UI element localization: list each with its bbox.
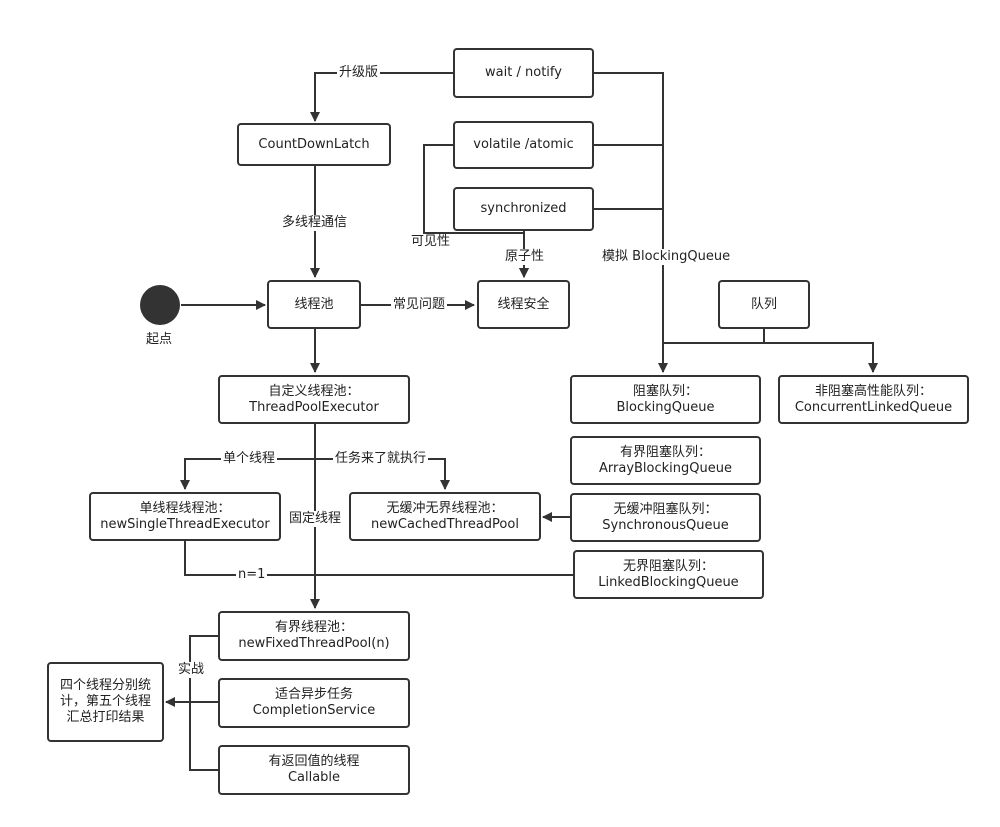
- node-text-line: ArrayBlockingQueue: [599, 460, 732, 476]
- label-fixed-thread: 固定线程: [287, 511, 344, 527]
- node-text-line: BlockingQueue: [616, 399, 715, 415]
- node-text-line: CountDownLatch: [258, 136, 370, 152]
- node-text-line: Callable: [287, 770, 341, 785]
- node-text-line: 有返回值的线程: [268, 754, 360, 769]
- node-text-line: synchronized: [480, 201, 567, 216]
- node-text-line: 无缓冲阻塞队列：: [613, 501, 718, 517]
- edge-queue: [763, 329, 878, 373]
- node-cached-pool: 无缓冲无界线程池：newCachedThreadPool: [349, 492, 541, 541]
- edge-n1: [184, 541, 573, 576]
- node-practice: 四个线程分别统计，第五个线程汇总打印结果: [47, 662, 164, 742]
- node-text-line: 自定义线程池：: [268, 383, 360, 399]
- node-volatile-atomic: volatile /atomic: [453, 121, 594, 169]
- label-practice: 实战: [176, 662, 207, 678]
- node-countdownlatch: CountDownLatch: [237, 123, 391, 166]
- node-sync-queue: 无缓冲阻塞队列：SynchronousQueue: [570, 493, 761, 542]
- label-upgrade: 升级版: [337, 65, 381, 81]
- label-task-exec: 任务来了就执行: [333, 451, 429, 467]
- node-text-line: CompletionService: [252, 703, 376, 718]
- node-linked-queue: 无界阻塞队列：LinkedBlockingQueue: [573, 550, 764, 599]
- edge-simulate-wait: [594, 72, 668, 373]
- node-text-line: 阻塞队列：: [632, 383, 698, 399]
- node-text-line: 有界阻塞队列：: [619, 444, 711, 460]
- label-atomicity: 原子性: [503, 249, 547, 265]
- node-queue: 队列: [718, 280, 810, 329]
- node-text-line: 无界阻塞队列：: [622, 558, 714, 574]
- label-single-thread: 单个线程: [221, 451, 278, 467]
- node-thread-safety: 线程安全: [477, 280, 570, 329]
- node-text-line: 线程安全: [497, 296, 550, 312]
- node-text-line: 适合异步任务: [274, 687, 353, 702]
- node-text-line: 单线程线程池：: [139, 500, 231, 516]
- node-text-line: newFixedThreadPool(n): [238, 636, 390, 651]
- label-visibility: 可见性: [409, 234, 453, 250]
- start-label: 起点: [144, 332, 175, 348]
- label-simulate-bq: 模拟 BlockingQueue: [600, 249, 733, 265]
- node-thread-pool: 线程池: [267, 280, 361, 329]
- node-text-line: wait / notify: [485, 65, 562, 80]
- node-custom-pool: 自定义线程池：ThreadPoolExecutor: [218, 375, 410, 424]
- node-blocking-queue: 阻塞队列：BlockingQueue: [570, 375, 761, 424]
- node-text-line: newSingleThreadExecutor: [100, 516, 270, 532]
- start-node: [140, 285, 180, 325]
- node-text-line: volatile /atomic: [473, 137, 574, 152]
- node-text-line: SynchronousQueue: [602, 517, 729, 533]
- label-common-issue: 常见问题: [391, 297, 448, 313]
- node-wait-notify: wait / notify: [453, 48, 594, 98]
- node-concurrent-queue: 非阻塞高性能队列：ConcurrentLinkedQueue: [778, 375, 969, 424]
- node-text-line: 汇总打印结果: [66, 710, 145, 725]
- node-text-line: newCachedThreadPool: [371, 516, 519, 532]
- node-single-pool: 单线程线程池：newSingleThreadExecutor: [89, 492, 281, 541]
- node-text-line: LinkedBlockingQueue: [598, 574, 739, 590]
- label-multi-comm: 多线程通信: [280, 215, 350, 231]
- label-n-equals-1: n=1: [236, 567, 268, 583]
- node-text-line: 计，第五个线程: [59, 694, 151, 709]
- node-text-line: 有界线程池：: [274, 620, 353, 635]
- node-text-line: 队列: [750, 296, 777, 312]
- node-fixed-pool: 有界线程池：newFixedThreadPool(n): [218, 611, 410, 661]
- node-text-line: 非阻塞高性能队列：: [814, 383, 932, 399]
- node-array-queue: 有界阻塞队列：ArrayBlockingQueue: [570, 436, 761, 485]
- node-text-line: 无缓冲无界线程池：: [386, 500, 504, 516]
- node-text-line: ThreadPoolExecutor: [249, 399, 379, 415]
- edge-practice: [166, 635, 218, 771]
- node-text-line: 四个线程分别统: [59, 678, 151, 693]
- node-text-line: ConcurrentLinkedQueue: [794, 399, 953, 415]
- node-synchronized: synchronized: [453, 187, 594, 231]
- edge-upgrade: [310, 72, 453, 122]
- node-text-line: 线程池: [294, 296, 334, 312]
